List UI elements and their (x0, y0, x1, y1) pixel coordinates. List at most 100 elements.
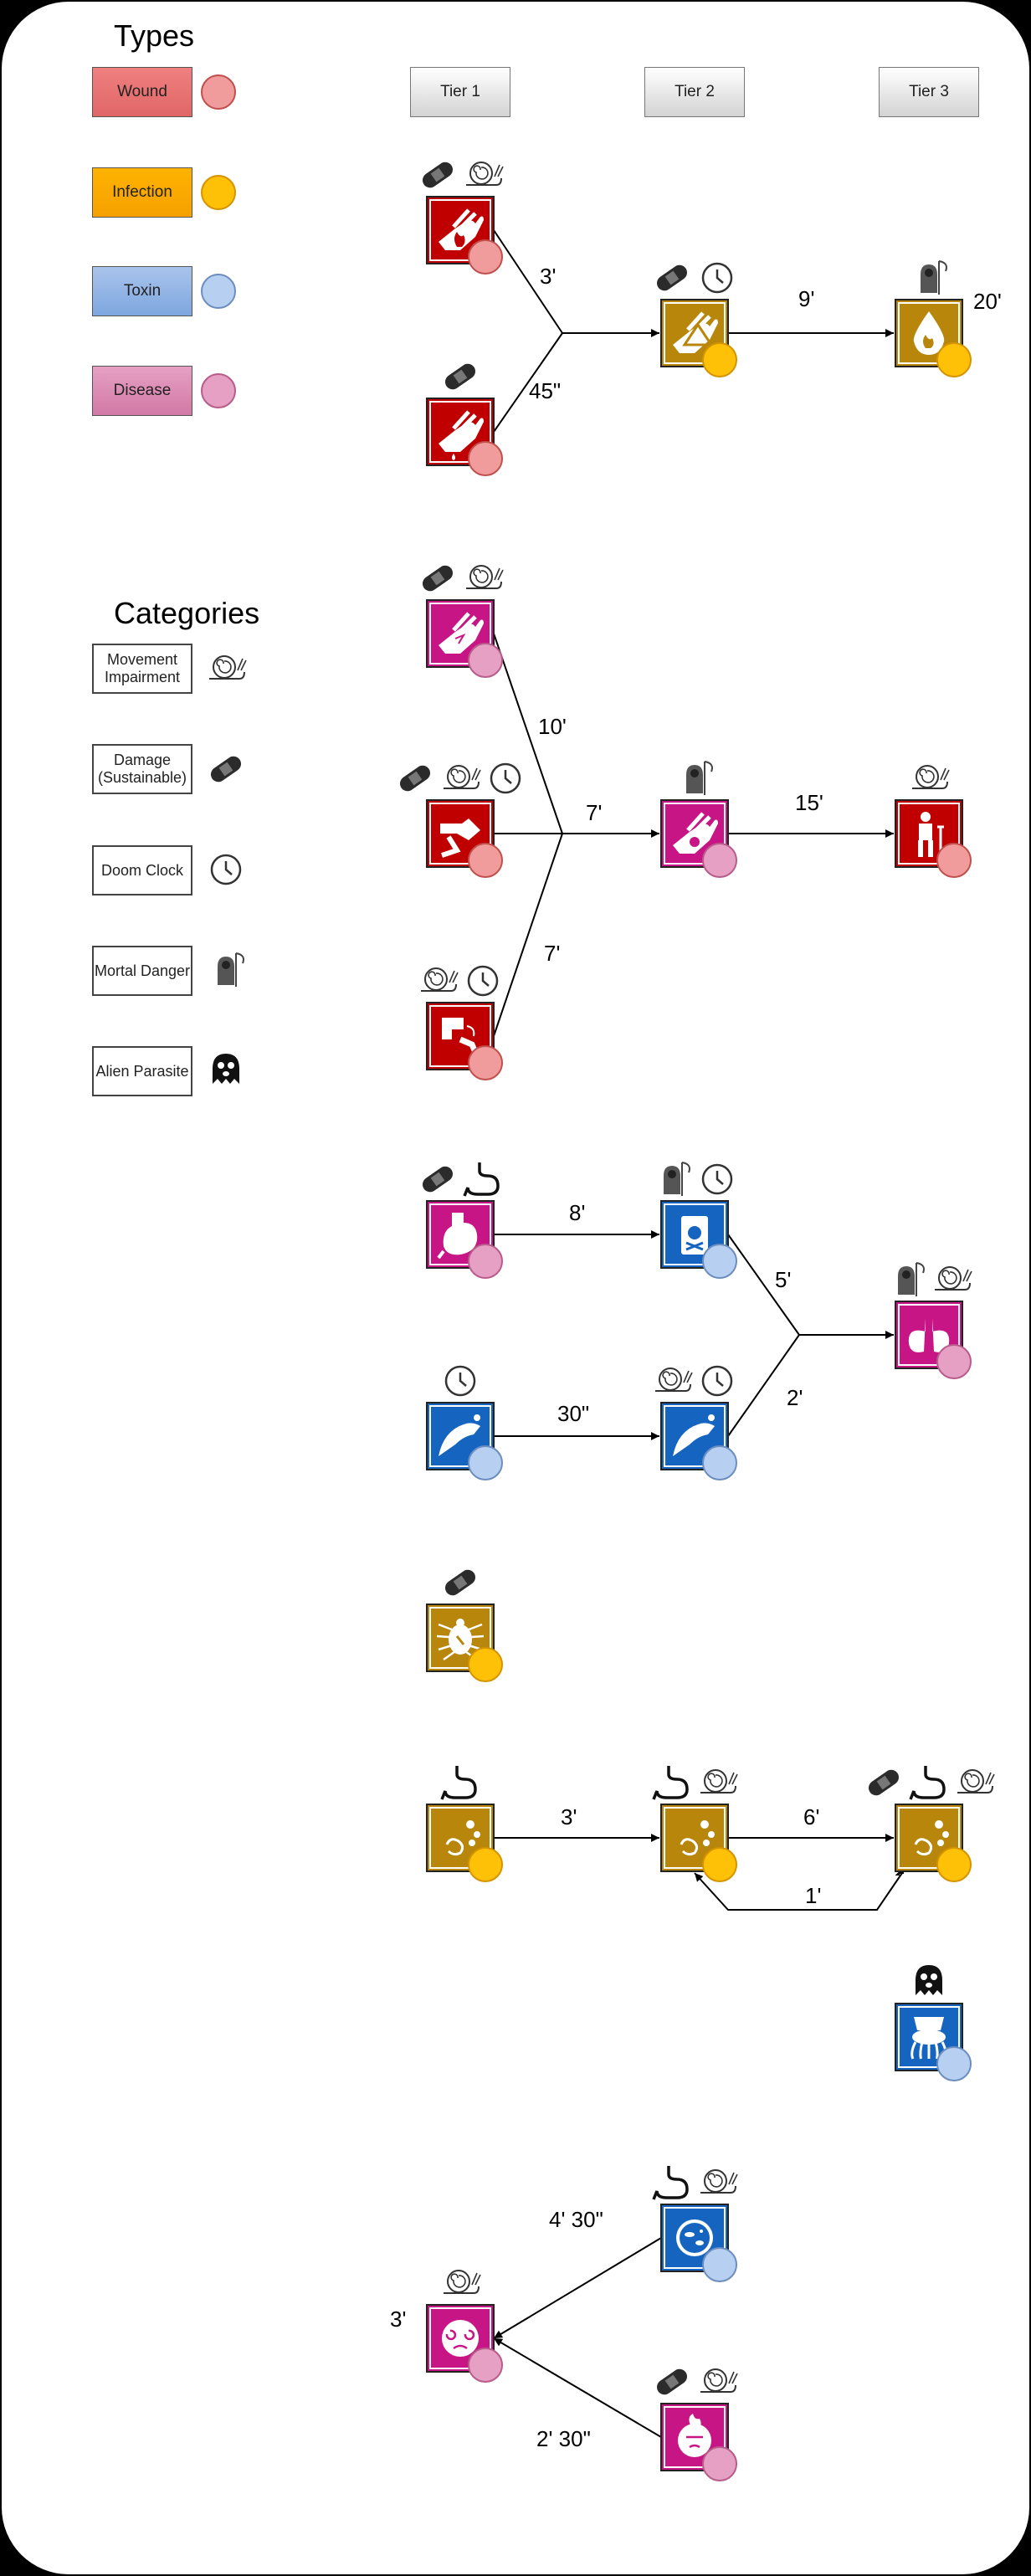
poisoned-hand-icon (673, 812, 718, 854)
hand-break-icon (439, 612, 484, 654)
tile-lungs[interactable] (895, 1301, 972, 1379)
tile-infected-hand[interactable] (660, 299, 737, 377)
edge-label: 10' (538, 714, 567, 739)
alien-parasite-icon (213, 1054, 239, 1084)
wound-dot (936, 843, 972, 878)
category-alien-parasite: Alien Parasite (92, 1046, 192, 1096)
snake-bite-icon (439, 1414, 480, 1456)
tile-poisoned-hand[interactable] (660, 799, 737, 878)
burn-hand-icon (439, 208, 484, 250)
bandage-icon (444, 363, 476, 390)
tile-crippled[interactable] (895, 799, 972, 878)
edge-line (493, 332, 563, 433)
bandage-icon (444, 1569, 476, 1596)
snail-icon (444, 2270, 481, 2294)
gut-icon (440, 1766, 477, 1800)
toxin-dot (702, 1445, 737, 1480)
reaper-icon (686, 761, 713, 795)
tile-leg-fracture[interactable] (426, 1002, 503, 1080)
tiles-layer (426, 196, 972, 2481)
tile-gut-2[interactable] (660, 1804, 737, 1882)
bandage-icon (656, 264, 688, 291)
types-heading: Types (114, 18, 195, 53)
wound-dot (201, 74, 236, 110)
infection-dot (702, 1847, 737, 1882)
edge-label: 8' (569, 1200, 586, 1225)
toxin-dot (201, 274, 236, 309)
reaper-icon (664, 1162, 690, 1196)
category-mortal-danger: Mortal Danger (92, 946, 192, 996)
tile-head-wound[interactable] (660, 2403, 737, 2481)
snail-icon (209, 655, 247, 680)
clock-icon (210, 854, 242, 885)
bandage-icon (210, 756, 242, 783)
edge-label: 6' (803, 1804, 820, 1829)
toxin-dot (468, 1445, 503, 1480)
bandage-icon (422, 565, 454, 592)
infection-dot (468, 1647, 503, 1682)
bacteria-icon (445, 1820, 480, 1856)
edge-label: 7' (586, 800, 603, 825)
edge-line (895, 1872, 904, 1876)
tile-arm-fracture[interactable] (426, 799, 503, 878)
tile-tick-bite[interactable] (426, 1604, 503, 1682)
category-movement-impairment: Movement Impairment (92, 644, 192, 694)
type-wound-box: Wound (92, 67, 192, 117)
blood-drop-icon (913, 311, 945, 355)
tile-gut-3[interactable] (895, 1804, 972, 1882)
edge-label: 4' 30" (549, 2207, 603, 2232)
reaper-icon (218, 952, 244, 987)
edge-label: 30" (557, 1401, 590, 1426)
parasite-icon (910, 2017, 947, 2060)
tile-alien[interactable] (895, 2003, 972, 2081)
gut-icon (652, 1766, 689, 1800)
tile-stomach[interactable] (426, 1200, 503, 1279)
edge-label: 5' (775, 1267, 792, 1292)
tile-dizzy[interactable] (426, 2304, 503, 2383)
disease-dot (702, 843, 737, 878)
head-injury-icon (678, 2414, 711, 2457)
tile-bleeding-hand[interactable] (426, 398, 503, 476)
edge-line (493, 833, 563, 1037)
tile-snake-bite[interactable] (426, 1402, 503, 1480)
tile-microbe[interactable] (660, 2204, 737, 2282)
infection-dot (201, 175, 236, 210)
infection-dot (702, 342, 737, 377)
tier-1-header: Tier 1 (410, 67, 510, 117)
tile-sepsis[interactable] (895, 299, 972, 377)
infected-hand-icon (673, 311, 718, 353)
tile-venom[interactable] (660, 1402, 737, 1480)
disease-dot (468, 643, 503, 678)
edge-line (694, 1872, 903, 1911)
microbe-icon (676, 2219, 713, 2256)
snail-icon (700, 2169, 738, 2194)
edge-line (493, 229, 563, 334)
clock-icon (701, 1163, 733, 1195)
clock-icon (490, 762, 521, 794)
wound-dot (468, 1045, 503, 1080)
type-infection-box: Infection (92, 167, 192, 218)
snail-icon (466, 565, 504, 589)
tile-poison-bottle[interactable] (660, 1200, 737, 1279)
type-toxin-box: Toxin (92, 266, 192, 316)
bandage-icon (422, 162, 454, 188)
edge-line (493, 633, 563, 834)
alien-parasite-icon (916, 1965, 942, 1995)
tile-hand-break[interactable] (426, 599, 503, 678)
toxin-dot (936, 2046, 972, 2081)
edge-label: 45" (529, 378, 562, 403)
snail-icon (444, 765, 481, 789)
tile-gut-1[interactable] (426, 1804, 503, 1882)
clock-icon (701, 1365, 733, 1397)
tile-burn-hand[interactable] (426, 196, 503, 275)
node-time-label: 20' (973, 289, 1002, 314)
edge-line (493, 2337, 662, 2438)
dizzy-icon (442, 2320, 479, 2357)
tags-layer (399, 162, 995, 2395)
bandage-icon (399, 765, 431, 792)
tier-2-header: Tier 2 (644, 67, 745, 117)
edge-label: 3' (561, 1804, 577, 1829)
